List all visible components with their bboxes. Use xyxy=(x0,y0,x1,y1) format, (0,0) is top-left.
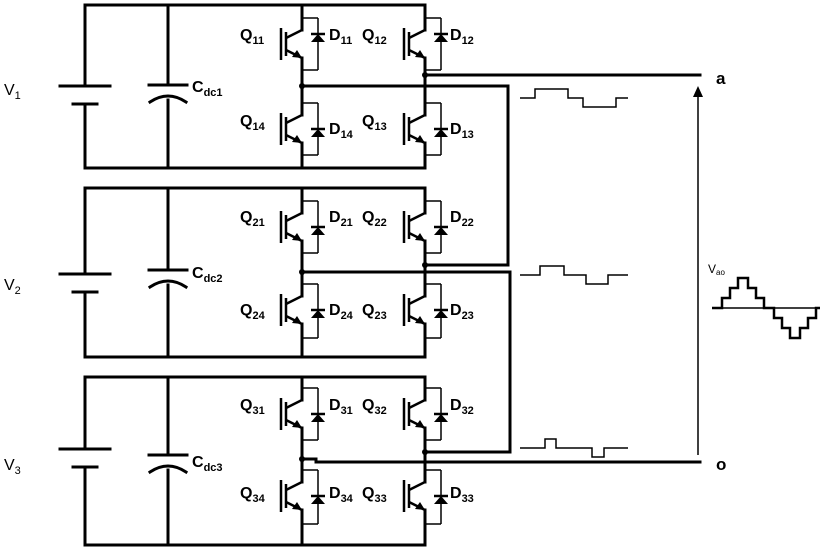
label-d31: D31 xyxy=(329,397,353,417)
label-d14: D14 xyxy=(329,121,354,141)
label-q31: Q31 xyxy=(240,397,265,417)
switch-q22 xyxy=(402,200,448,254)
label-q23: Q23 xyxy=(362,302,387,322)
terminal-o-label: o xyxy=(716,455,726,474)
dc-source-v1 xyxy=(58,84,112,106)
label-q21: Q21 xyxy=(240,209,265,229)
label-d24: D24 xyxy=(329,302,354,322)
dc-source-v3 xyxy=(58,447,112,469)
switch-q14 xyxy=(279,102,325,156)
label-q33: Q33 xyxy=(362,485,387,505)
terminal-a-label: a xyxy=(716,69,726,88)
capacitor-cdc3 xyxy=(147,453,189,475)
cell-2-wiring xyxy=(83,186,427,359)
switch-q11 xyxy=(279,17,325,71)
label-q11: Q11 xyxy=(240,27,264,47)
label-q34: Q34 xyxy=(240,485,266,505)
label-q22: Q22 xyxy=(362,209,387,229)
label-q12: Q12 xyxy=(362,27,387,47)
capacitor-label-cdc1: Cdc1 xyxy=(192,79,223,99)
label-d12: D12 xyxy=(450,27,474,47)
label-q24: Q24 xyxy=(240,302,266,322)
label-d13: D13 xyxy=(450,121,474,141)
label-q13: Q13 xyxy=(362,113,387,133)
label-q14: Q14 xyxy=(240,113,266,133)
switch-q24 xyxy=(279,283,325,339)
cell-3-waveform xyxy=(520,438,628,458)
series-connections xyxy=(300,73,702,464)
switch-q23 xyxy=(402,283,448,339)
cell-1 xyxy=(58,3,628,170)
source-label-v1: V1 xyxy=(4,82,21,102)
switch-q31 xyxy=(279,387,325,441)
output-voltage-label: Vao xyxy=(708,262,725,277)
source-label-v2: V2 xyxy=(4,277,21,297)
label-q32: Q32 xyxy=(362,397,387,417)
cell-2-waveform xyxy=(520,265,628,285)
switch-q33 xyxy=(402,469,448,525)
dc-source-v2 xyxy=(58,272,112,294)
cell-1-wiring xyxy=(83,3,427,170)
capacitor-cdc1 xyxy=(147,83,189,105)
switch-q12 xyxy=(402,17,448,71)
output-voltage-arrow xyxy=(693,86,703,455)
output-staircase-waveform xyxy=(712,276,820,340)
capacitor-cdc2 xyxy=(147,268,189,290)
cell-1-waveform xyxy=(520,88,628,108)
switch-q32 xyxy=(402,387,448,441)
switch-q21 xyxy=(279,200,325,254)
switch-q34 xyxy=(279,469,325,525)
label-d33: D33 xyxy=(450,485,474,505)
label-d32: D32 xyxy=(450,397,474,417)
capacitor-label-cdc2: Cdc2 xyxy=(192,265,223,285)
label-d22: D22 xyxy=(450,209,474,229)
label-d11: D11 xyxy=(329,27,352,47)
label-d23: D23 xyxy=(450,302,474,322)
capacitor-label-cdc3: Cdc3 xyxy=(192,454,223,474)
label-d21: D21 xyxy=(329,209,353,229)
label-d34: D34 xyxy=(329,485,354,505)
switch-q13 xyxy=(402,102,448,156)
cell-3-wiring xyxy=(83,375,427,547)
source-label-v3: V3 xyxy=(4,457,21,477)
